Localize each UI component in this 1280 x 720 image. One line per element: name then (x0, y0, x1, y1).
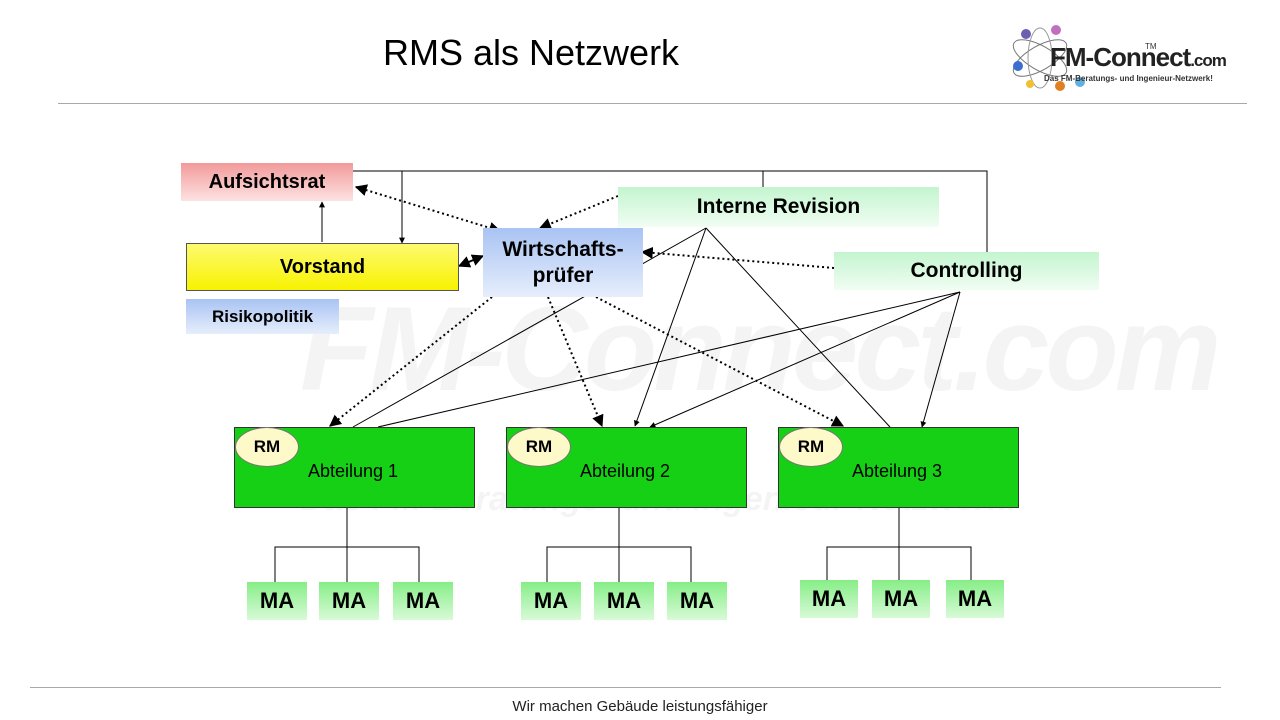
header-divider (58, 103, 1247, 104)
wirtschaftspruefer-line2: prüfer (532, 263, 594, 287)
department-label: Abteilung 1 (308, 461, 399, 481)
staff-box: MA (594, 582, 654, 620)
department-label: Abteilung 3 (852, 461, 943, 481)
risk-manager-badge: RM (779, 427, 843, 467)
fm-connect-logo: FM-Connect.com TM Das FM-Beratungs- und … (1008, 20, 1227, 102)
vorstand-box: Vorstand (186, 243, 459, 291)
department-label: Abteilung 2 (580, 461, 671, 481)
slide-title: RMS als Netzwerk (383, 32, 680, 73)
logo-atom-icon (1012, 25, 1085, 91)
wirtschaftspruefer-box: Wirtschafts- prüfer (483, 228, 643, 297)
logo-brand-fm: FM- (1050, 42, 1094, 72)
risk-manager-badge: RM (235, 427, 299, 467)
logo-brand-connect: Connect (1093, 42, 1191, 72)
staff-box: MA (872, 580, 930, 618)
staff-box: MA (521, 582, 581, 620)
controlling-box: Controlling (834, 252, 1099, 290)
logo-brand-tld: .com (1190, 51, 1227, 70)
risk-manager-badge: RM (507, 427, 571, 467)
aufsichtsrat-box: Aufsichtsrat (181, 163, 353, 201)
wirtschaftspruefer-line1: Wirtschafts- (502, 237, 624, 261)
staff-box: MA (319, 582, 379, 620)
interne-revision-box: Interne Revision (618, 187, 939, 227)
risikopolitik-box: Risikopolitik (186, 299, 339, 334)
staff-box: MA (800, 580, 858, 618)
logo-trademark: TM (1145, 42, 1157, 51)
staff-box: MA (946, 580, 1004, 618)
staff-box: MA (393, 582, 453, 620)
footer-slogan: Wir machen Gebäude leistungsfähiger (512, 698, 768, 715)
staff-box: MA (247, 582, 307, 620)
staff-box: MA (667, 582, 727, 620)
footer-divider (30, 687, 1221, 688)
watermark-brand: FM-Connect.com (300, 280, 1221, 418)
logo-tagline: Das FM-Beratungs- und Ingenieur-Netzwerk… (1044, 74, 1213, 83)
